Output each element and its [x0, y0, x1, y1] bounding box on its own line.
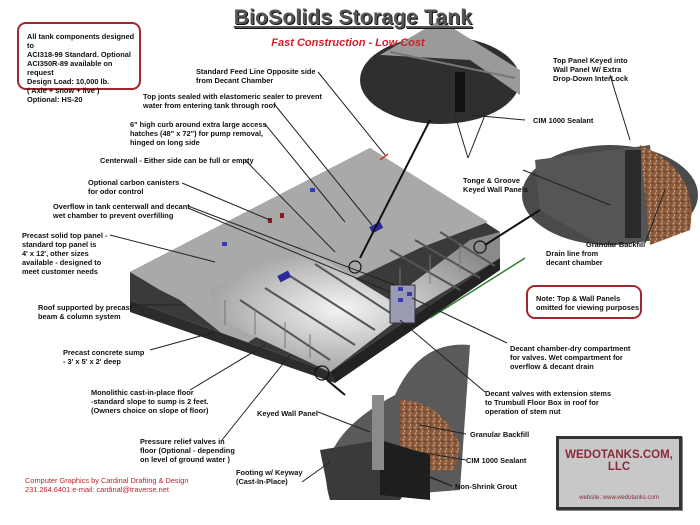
- label-decant-chamber: Decant chamber-dry compartment for valve…: [510, 344, 631, 371]
- label-curb: 6" high curb around extra large access h…: [130, 120, 267, 147]
- credits: Computer Graphics by Cardinal Drafting &…: [25, 476, 189, 494]
- label-decant-valves: Decant valves with extension stems to Tr…: [485, 389, 612, 416]
- page-title: BioSolids Storage Tank: [233, 6, 473, 29]
- company-website: website: www.wedotanks.com: [579, 495, 659, 501]
- page-subtitle: Fast Construction - Low Cost: [271, 37, 425, 49]
- label-top-keyed: Top Panel Keyed into Wall Panel W/ Extra…: [553, 56, 629, 83]
- label-keyed-wall: Keyed Wall Panel: [257, 409, 318, 418]
- label-drain: Drain line from decant chamber: [546, 249, 603, 267]
- label-cim-bottom: CIM 1000 Sealant: [466, 456, 527, 465]
- carbon-canister: [268, 218, 272, 223]
- company-logo: WEDOTANKS.COM, LLC website: www.wedotank…: [556, 436, 682, 510]
- detail-footing: [320, 344, 470, 500]
- spec-text: All tank components designed to ACI318-9…: [27, 32, 135, 104]
- label-backfill-bottom: Granular Backfill: [470, 430, 530, 439]
- label-floor: Monolithic cast-in-place floor -standard…: [91, 388, 209, 415]
- decant-chamber: [389, 284, 416, 324]
- label-cim-top: CIM 1000 Sealant: [533, 116, 594, 125]
- label-footing: Footing w/ Keyway (Cast-In-Place): [236, 468, 303, 486]
- label-sump: Precast concrete sump - 3' x 5' x 2' dee…: [63, 348, 145, 366]
- label-carbon: Optional carbon canisters for odor contr…: [88, 178, 180, 196]
- spec-box: All tank components designed to ACI318-9…: [17, 22, 141, 104]
- label-tongue-groove: Tonge & Groove Keyed Wall Panels: [463, 176, 529, 194]
- access-hatch: [277, 270, 292, 283]
- drain-line: [429, 257, 526, 319]
- company-name: WEDOTANKS.COM, LLC: [565, 449, 673, 473]
- note-box: Note: Top & Wall Panels omitted for view…: [526, 285, 642, 319]
- label-pressure: Pressure relief valves in floor (Optiona…: [140, 437, 235, 464]
- label-top-panel: Precast solid top panel - standard top p…: [22, 231, 108, 276]
- label-backfill-top: Granular Backfill: [586, 240, 646, 249]
- carbon-canister: [280, 213, 284, 218]
- label-overflow: Overflow in tank centerwall and decant w…: [53, 202, 190, 220]
- label-grout: Non-Shrink Grout: [455, 482, 517, 491]
- label-roof: Roof supported by precast beam & column …: [38, 303, 133, 321]
- label-centerwall: Centerwall - Either side can be full or …: [100, 156, 254, 165]
- label-top-joints: Top jonts sealed with elastomeric sealer…: [143, 92, 322, 110]
- label-feed-line: Standard Feed Line Opposite side from De…: [196, 67, 316, 85]
- note-text: Note: Top & Wall Panels omitted for view…: [536, 294, 640, 312]
- detail-top-panel-joint: [359, 20, 520, 259]
- leader-lines: [109, 71, 666, 487]
- chamber-interior: [210, 232, 500, 372]
- detail-wall-backfill: [484, 145, 698, 246]
